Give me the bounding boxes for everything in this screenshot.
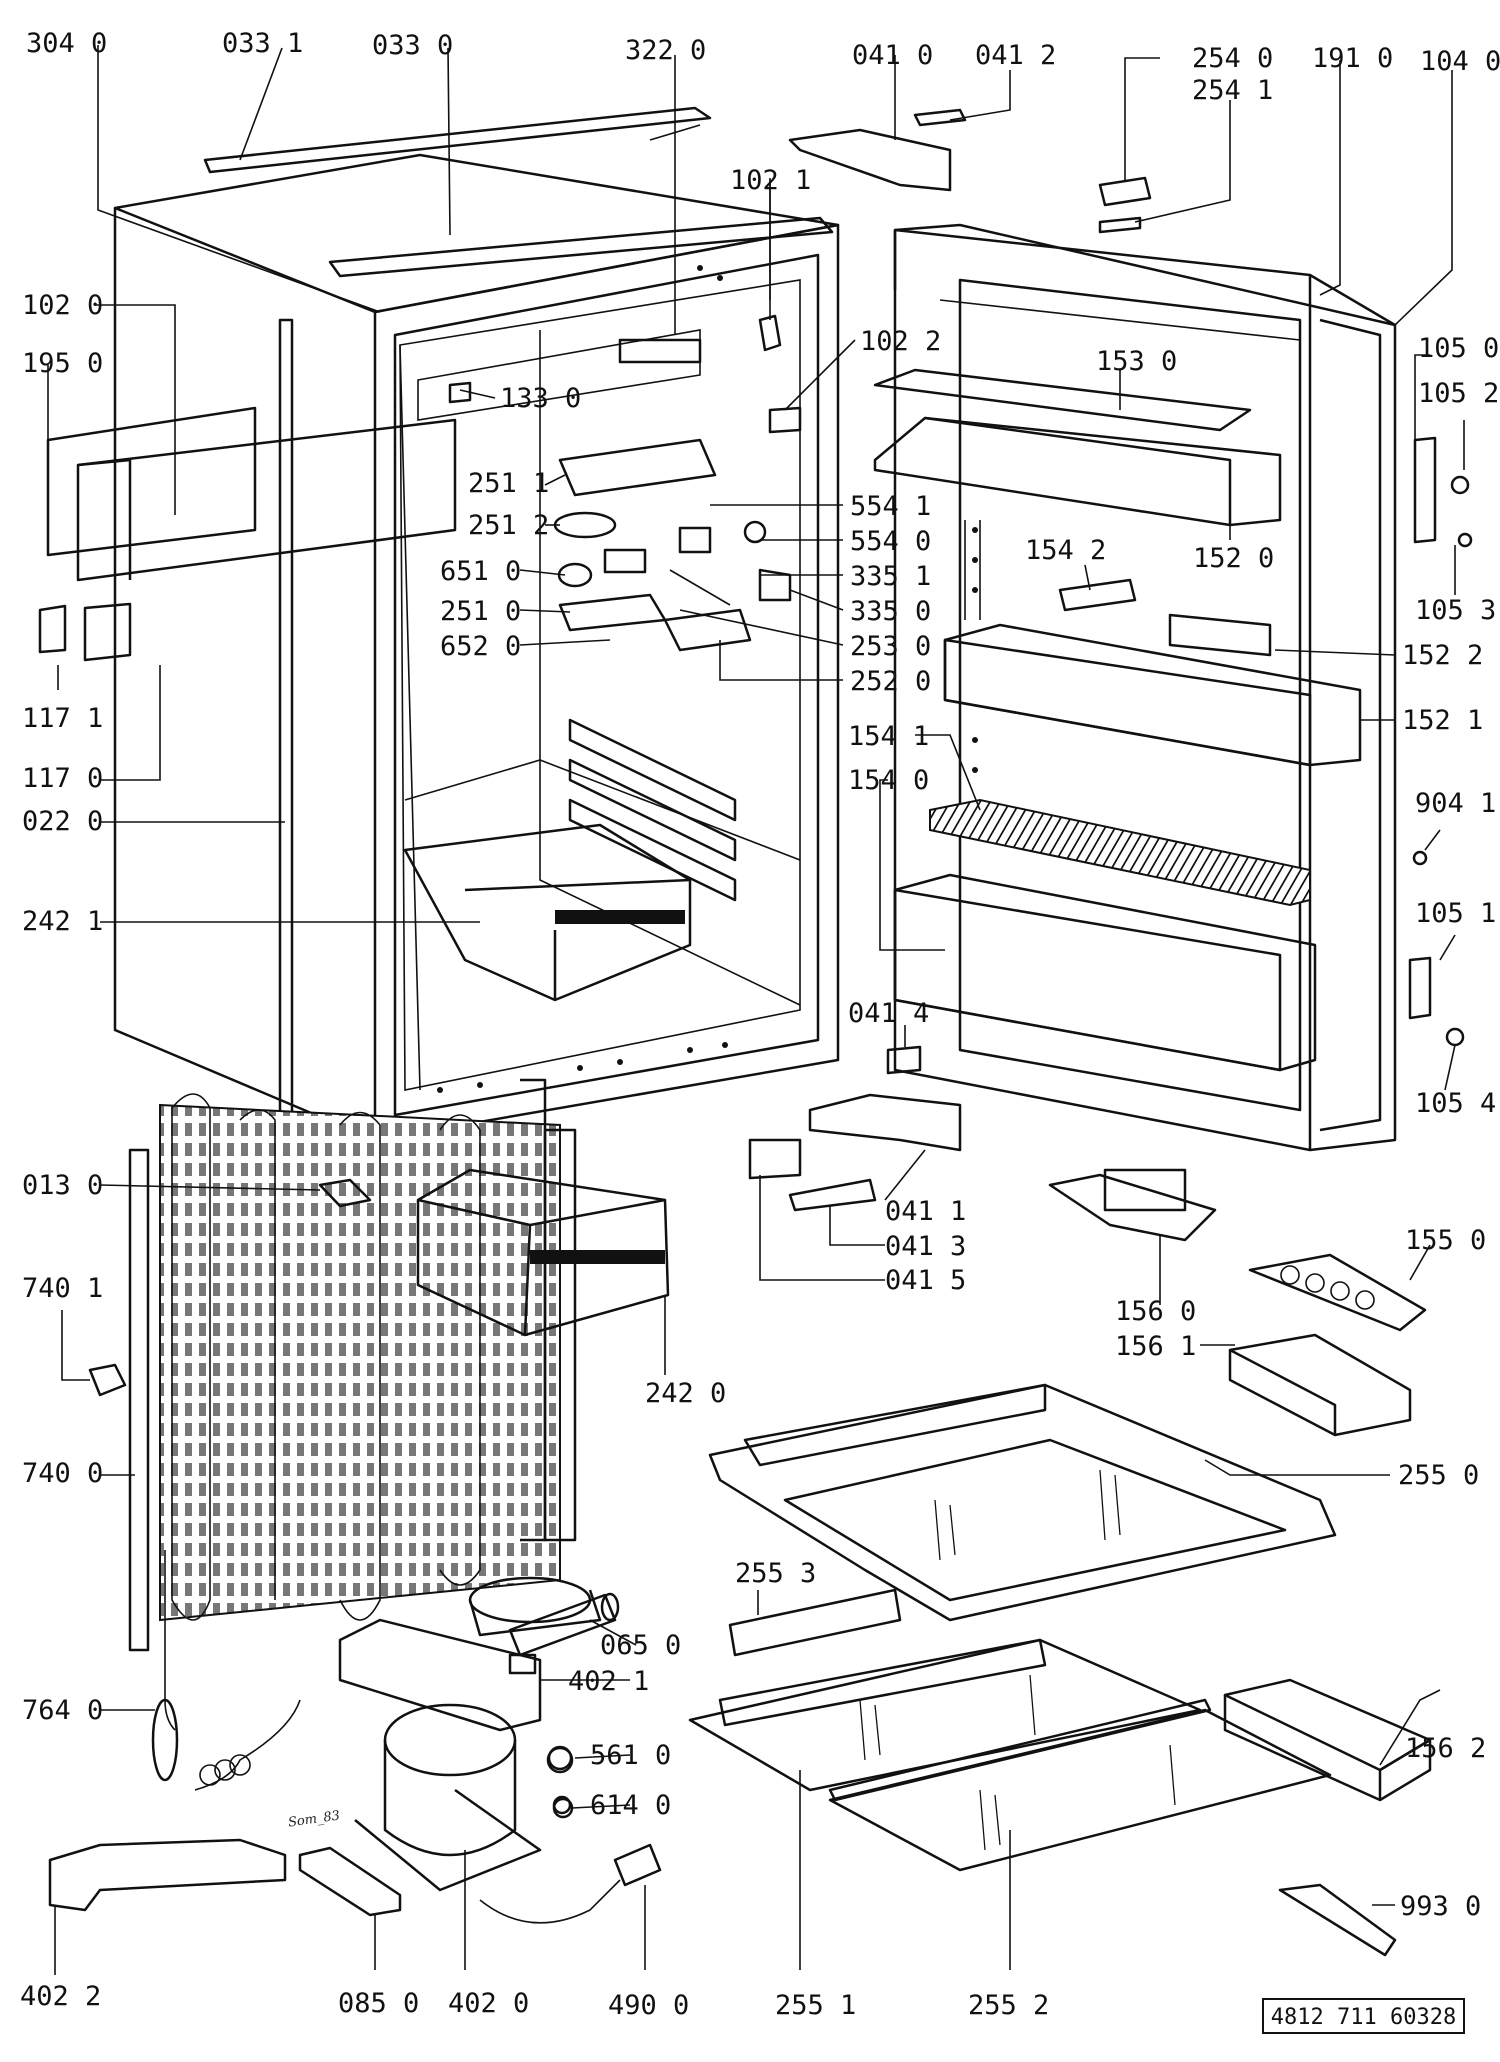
label-242-0: 242 0	[645, 1378, 727, 1409]
label-322-0: 322 0	[625, 35, 707, 66]
label-041-1: 041 1	[885, 1196, 967, 1227]
label-255-1: 255 1	[775, 1990, 857, 2021]
label-156-1: 156 1	[1115, 1331, 1197, 1362]
label-252-0: 252 0	[850, 666, 932, 697]
label-105-1: 105 1	[1415, 898, 1497, 929]
label-402-1: 402 1	[568, 1666, 650, 1697]
accessories-155-156	[1048, 1168, 1427, 1437]
label-022-0: 022 0	[22, 806, 104, 837]
condenser-740	[128, 1078, 577, 1652]
label-255-0: 255 0	[1398, 1460, 1480, 1491]
lamp-cover-254	[1098, 176, 1152, 234]
door-hardware-105	[1408, 436, 1473, 1047]
small-parts-left	[38, 602, 372, 1397]
label-335-1: 335 1	[850, 561, 932, 592]
leader-lines	[47, 45, 1465, 1975]
label-104-0: 104 0	[1420, 46, 1500, 77]
ice-tray-156-2	[1223, 1678, 1432, 1802]
scraper-993-0	[1278, 1883, 1397, 1957]
label-041-3: 041 3	[885, 1231, 967, 1262]
drawer-242-0	[416, 1168, 670, 1337]
label-904-1: 904 1	[1415, 788, 1497, 819]
compressor-402-0	[48, 1550, 662, 1924]
label-253-0: 253 0	[850, 631, 932, 662]
label-614-0: 614 0	[590, 1790, 672, 1821]
label-102-0: 102 0	[22, 290, 104, 321]
label-105-3: 105 3	[1415, 595, 1497, 626]
label-255-2: 255 2	[968, 1990, 1050, 2021]
label-554-0: 554 0	[850, 526, 932, 557]
label-105-2: 105 2	[1418, 378, 1500, 409]
document-number-box: 4812 711 60328	[1262, 1998, 1465, 2034]
label-065-0: 065 0	[600, 1630, 682, 1661]
label-152-0: 152 0	[1193, 543, 1275, 574]
label-764-0: 764 0	[22, 1695, 104, 1726]
label-105-4: 105 4	[1415, 1088, 1497, 1119]
label-041-4: 041 4	[848, 998, 930, 1029]
label-153-0: 153 0	[1096, 346, 1178, 377]
top-rail-033-1	[203, 106, 712, 174]
label-133-0: 133 0	[500, 383, 582, 414]
label-154-0: 154 0	[848, 765, 930, 796]
label-117-0: 117 0	[22, 763, 104, 794]
hinge-041	[748, 108, 967, 1212]
label-117-1: 117 1	[22, 703, 104, 734]
label-740-0: 740 0	[22, 1458, 104, 1489]
tube-065-0	[508, 1592, 620, 1657]
label-041-2: 041 2	[975, 40, 1057, 71]
label-191-0: 191 0	[1312, 43, 1394, 74]
label-195-0: 195 0	[22, 348, 104, 379]
label-652-0: 652 0	[440, 631, 522, 662]
small-parts-561-614	[547, 1745, 574, 1819]
label-251-1: 251 1	[468, 468, 550, 499]
label-156-2: 156 2	[1405, 1733, 1487, 1764]
label-335-0: 335 0	[850, 596, 932, 627]
label-740-1: 740 1	[22, 1273, 104, 1304]
label-255-3: 255 3	[735, 1558, 817, 1589]
glass-shelf-255-2	[828, 1698, 1332, 1872]
label-561-0: 561 0	[590, 1740, 672, 1771]
label-102-1: 102 1	[730, 165, 812, 196]
label-152-1: 152 1	[1402, 705, 1484, 736]
label-251-2: 251 2	[468, 510, 550, 541]
label-651-0: 651 0	[440, 556, 522, 587]
cabinet-body	[46, 153, 840, 1162]
label-242-1: 242 1	[22, 906, 104, 937]
label-993-0: 993 0	[1400, 1891, 1482, 1922]
label-155-0: 155 0	[1405, 1225, 1487, 1256]
label-102-2: 102 2	[860, 326, 942, 357]
label-304-0: 304 0	[26, 28, 108, 59]
label-154-1: 154 1	[848, 721, 930, 752]
label-554-1: 554 1	[850, 491, 932, 522]
label-033-0: 033 0	[372, 30, 454, 61]
label-152-2: 152 2	[1402, 640, 1484, 671]
door-104-0	[873, 223, 1397, 1152]
label-490-0: 490 0	[608, 1990, 690, 2021]
label-251-0: 251 0	[440, 596, 522, 627]
top-rail-033-0	[328, 216, 834, 278]
label-402-2: 402 2	[20, 1981, 102, 2012]
label-041-5: 041 5	[885, 1265, 967, 1296]
label-154-2: 154 2	[1025, 535, 1107, 566]
label-402-0: 402 0	[448, 1988, 530, 2019]
label-033-1: 033 1	[222, 28, 304, 59]
crisper-drawer-242-1	[403, 823, 692, 1002]
label-156-0: 156 0	[1115, 1296, 1197, 1327]
label-085-0: 085 0	[338, 1988, 420, 2019]
label-013-0: 013 0	[22, 1170, 104, 1201]
glass-shelf-255-0	[708, 1383, 1337, 1622]
label-041-0: 041 0	[852, 40, 934, 71]
label-105-0: 105 0	[1418, 333, 1500, 364]
glass-shelf-255-1	[688, 1588, 1202, 1792]
label-254-0: 254 0	[1192, 43, 1274, 74]
label-254-1: 254 1	[1192, 75, 1274, 106]
